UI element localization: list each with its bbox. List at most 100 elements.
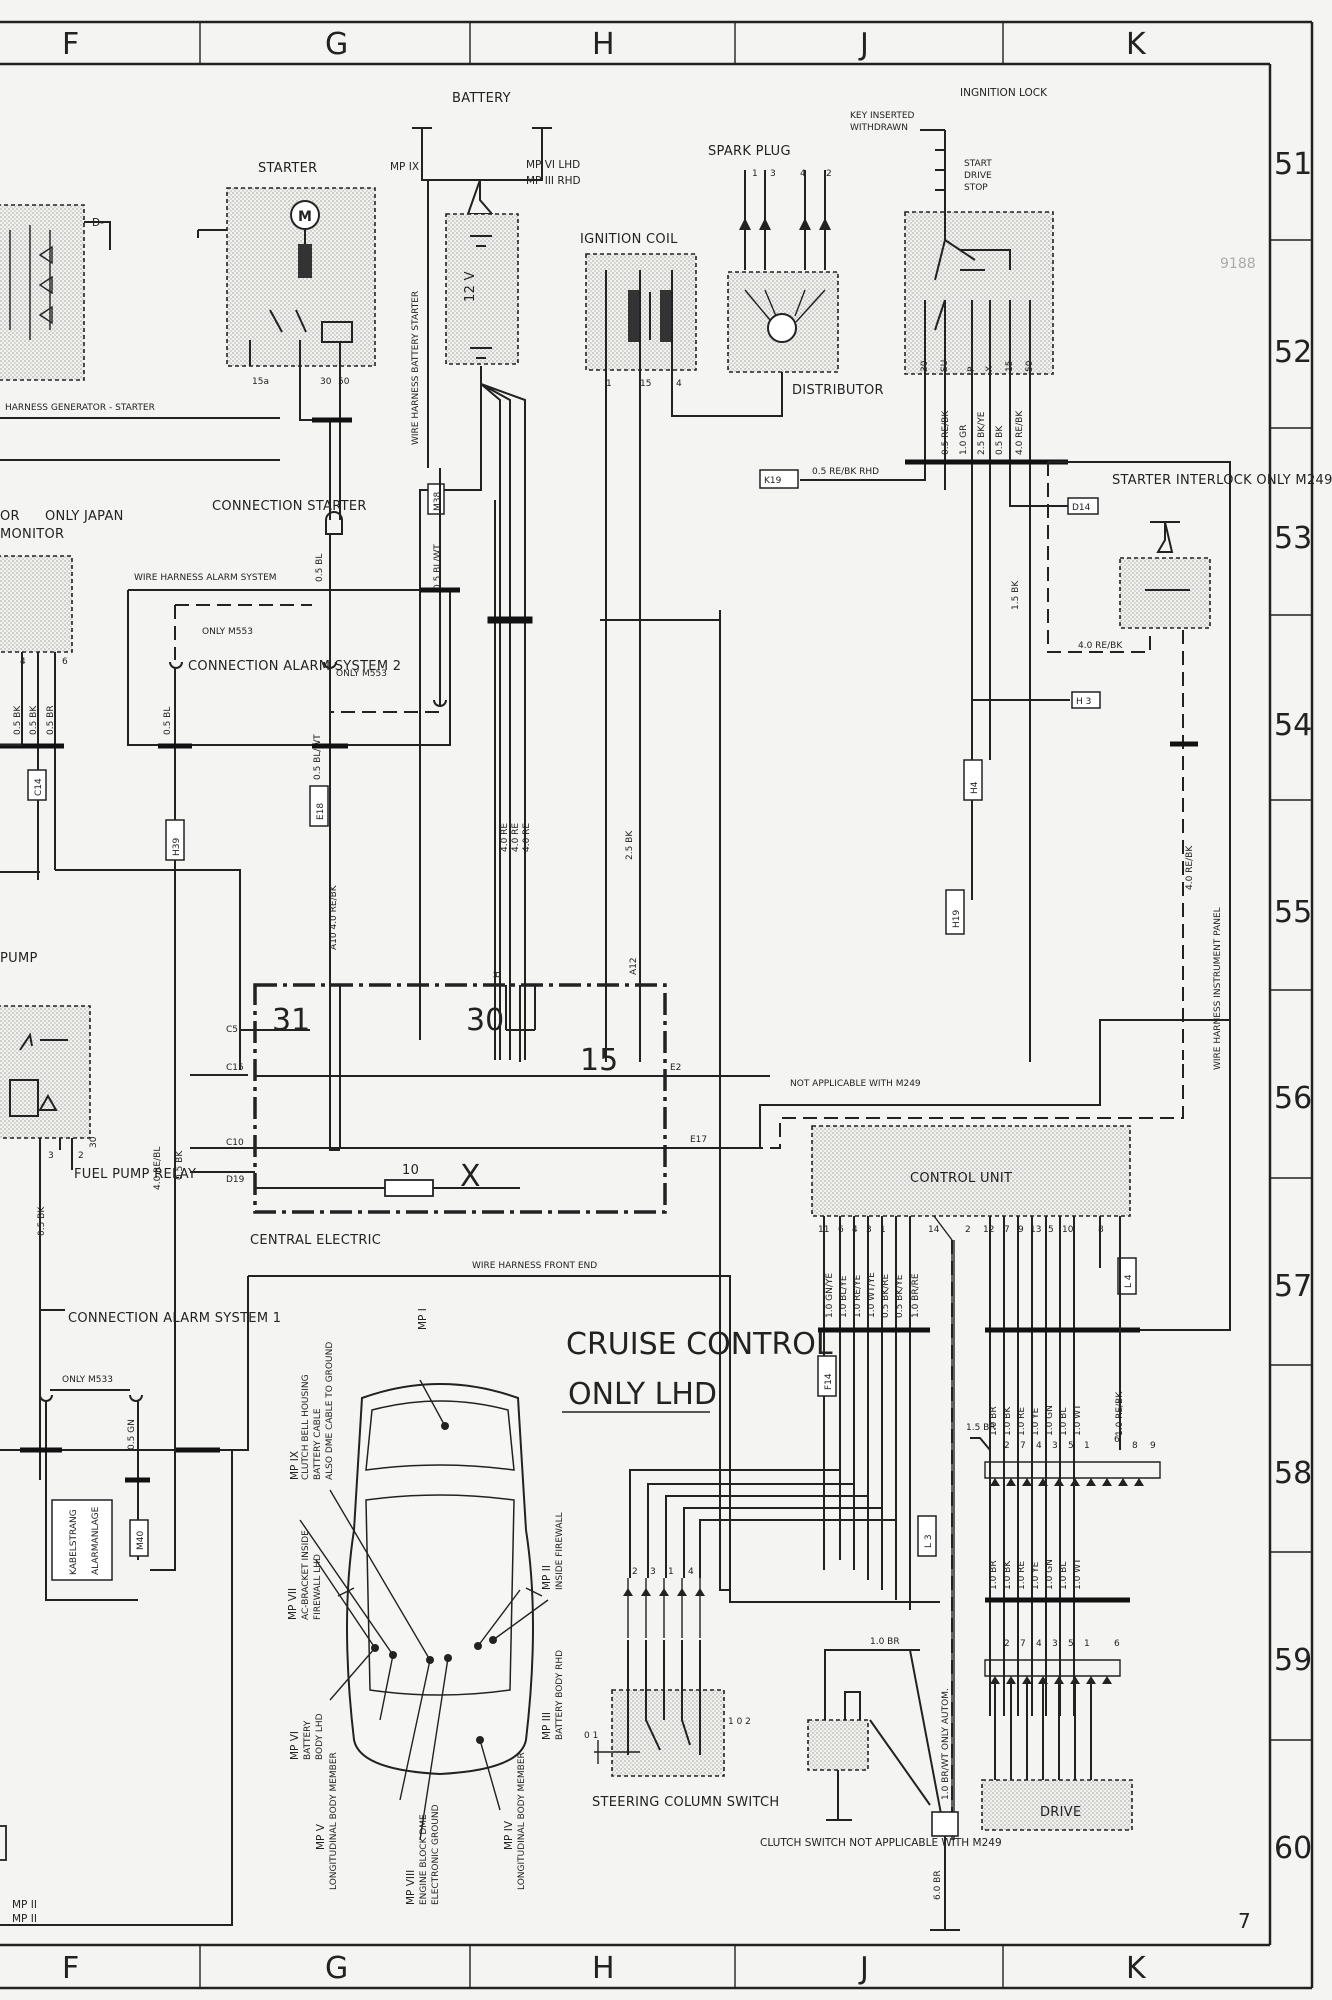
cu-pin: 11 xyxy=(818,1225,829,1235)
lower-wire: 1.0 BL xyxy=(1059,1562,1069,1590)
connector-h4: H4 xyxy=(970,781,980,794)
lower-wire: 1.0 RE xyxy=(1017,1561,1027,1590)
row-label: 53 xyxy=(1274,521,1312,556)
switch-pin: 3 xyxy=(650,1567,656,1577)
connector-pin: 8 xyxy=(1132,1441,1138,1451)
switch-pin: 1 xyxy=(668,1567,674,1577)
connector-k19: K19 xyxy=(764,476,782,486)
fuel-pump-relay-label: FUEL PUMP RELAY xyxy=(74,1167,196,1182)
mp-vi-lhd-label: MP VI LHD xyxy=(526,159,580,171)
connector-e18: E18 xyxy=(316,803,326,820)
mp-vii-desc: AC-BRACKET INSIDE xyxy=(301,1530,311,1620)
ce-terminal-x: X xyxy=(460,1159,481,1194)
battery-label: BATTERY xyxy=(452,91,511,106)
cu-pin: 5 xyxy=(1048,1225,1054,1235)
lower-wire: 1.0 BR xyxy=(989,1560,999,1590)
connector-c15: C15 xyxy=(226,1063,244,1073)
row-label: 51 xyxy=(1274,147,1312,182)
lock-position: START xyxy=(964,159,992,169)
a12-label: A12 xyxy=(629,957,639,975)
cu-wire-right: 1.0 RE xyxy=(1017,1407,1027,1436)
connector-f14: F14 xyxy=(824,1373,834,1390)
cu-pin: 6 xyxy=(838,1225,844,1235)
alarm-wire-label: 0.5 BL/WT xyxy=(313,734,323,780)
connector-e17: E17 xyxy=(690,1135,707,1145)
lock-wire-label: 1.0 GR xyxy=(959,425,969,455)
only-m553-label: ONLY M553 xyxy=(202,627,253,637)
mp-vii-label: MP VII xyxy=(287,1588,299,1620)
mp-vi-desc: BODY LHD xyxy=(315,1713,325,1760)
mp-ix-desc: CLUTCH BELL HOUSING xyxy=(301,1374,311,1480)
connector-e2: E2 xyxy=(670,1063,681,1073)
wire-15br-label: 1.5 BR xyxy=(966,1423,996,1433)
lock-terminal: P xyxy=(967,366,977,372)
lock-terminal: 15 xyxy=(1005,361,1015,372)
cu-pin: 7 xyxy=(1004,1225,1010,1235)
mp-ix-label: MP IX xyxy=(390,161,419,173)
kabelstrang-label: KABELSTRANG xyxy=(69,1509,79,1575)
starter-terminal: 15a xyxy=(252,377,269,387)
connector-pin: 6 xyxy=(1114,1639,1120,1649)
mp-iv-label: MP IV xyxy=(503,1820,515,1850)
lower-wire: 1.0 YE xyxy=(1031,1561,1041,1590)
column-label: G xyxy=(325,27,348,62)
column-label: K xyxy=(1126,27,1147,62)
central-electric xyxy=(190,983,770,1214)
coil-terminal: 1 xyxy=(606,379,612,389)
column-label: K xyxy=(1126,1951,1147,1986)
d-minus-label: D- xyxy=(92,217,104,229)
connector-pin: 5 xyxy=(1068,1441,1074,1451)
instrument-wire-label: 4.0 RE/BK xyxy=(1185,845,1195,890)
column-label: F xyxy=(62,1951,79,1986)
cu-pin: 8 xyxy=(1098,1225,1104,1235)
mp-viii-label: MP VIII xyxy=(405,1870,417,1905)
interlock-wire-label: 4.0 RE/BK xyxy=(1078,641,1123,651)
connector-pin: 1 xyxy=(1084,1639,1090,1649)
cu-wire-right: 1.0 GN xyxy=(1045,1405,1055,1436)
spark-plug-label: SPARK PLUG xyxy=(708,144,791,159)
only-japan-label: ONLY JAPAN xyxy=(45,509,124,524)
svg-text:M: M xyxy=(298,209,312,225)
steering-column-switch xyxy=(594,1469,897,1777)
starter-interlock xyxy=(1047,462,1211,653)
row-label: 52 xyxy=(1274,335,1312,370)
ignition-coil-label: IGNITION COIL xyxy=(580,232,678,247)
cu-pin: 14 xyxy=(928,1225,940,1235)
alarm1-wire: 0.5 GN xyxy=(127,1419,137,1450)
connector-c10: C10 xyxy=(226,1138,244,1148)
battery-wire-label: 4.0 RE xyxy=(500,823,510,852)
key-inserted-label: KEY INSERTED xyxy=(850,111,915,121)
cu-pin: 13 xyxy=(1030,1225,1041,1235)
central-electric-label: CENTRAL ELECTRIC xyxy=(250,1233,381,1248)
mp-ix-desc: BATTERY CABLE xyxy=(313,1408,323,1480)
connector-pin: 2 xyxy=(1004,1639,1010,1649)
only-lhd-title: ONLY LHD xyxy=(568,1377,717,1412)
only-m533-label: ONLY M533 xyxy=(62,1375,113,1385)
row-label: 57 xyxy=(1274,1269,1312,1304)
spark-plug-num: 3 xyxy=(770,169,776,179)
lock-wire-label: 4.0 RE/BK xyxy=(1015,410,1025,455)
stamp: 9188 xyxy=(1220,256,1256,272)
connector-d19: D19 xyxy=(226,1175,245,1185)
relay-terminal: 30 xyxy=(89,1136,99,1148)
connector-pin: 3 xyxy=(1052,1639,1058,1649)
connector-m40: M40 xyxy=(136,1531,146,1550)
ce-terminal-31: 31 xyxy=(272,1003,310,1038)
mp-viii-desc: ENGINE BLOCK DME xyxy=(419,1814,429,1905)
coil-terminal: 4 xyxy=(676,379,682,389)
clutch-switch-label: CLUTCH SWITCH NOT APPLICABLE WITH M249 xyxy=(760,1837,1002,1849)
mp-ii-left: MP II xyxy=(12,1899,37,1911)
sheet-frame xyxy=(0,20,1314,1990)
cu-wire-right: 1.0 YE xyxy=(1031,1407,1041,1436)
connector-pin: 7 xyxy=(1020,1639,1026,1649)
spark-plug-num: 4 xyxy=(800,169,806,179)
only-m553-label: ONLY M553 xyxy=(336,669,387,679)
connection-alarm2-label: CONNECTION ALARM SYSTEM 2 xyxy=(188,659,401,674)
starter-interlock-label: STARTER INTERLOCK ONLY M249 xyxy=(1112,473,1332,488)
steering-switch-label: STEERING COLUMN SWITCH xyxy=(592,1795,779,1810)
cu-wire-right: 1.0 WT xyxy=(1073,1404,1083,1436)
ignition-coil xyxy=(585,253,697,371)
connector-pin: 3 xyxy=(1052,1441,1058,1451)
relay-terminal: 2 xyxy=(78,1151,84,1161)
lock-15bk-label: 1.5 BK xyxy=(1011,580,1021,610)
